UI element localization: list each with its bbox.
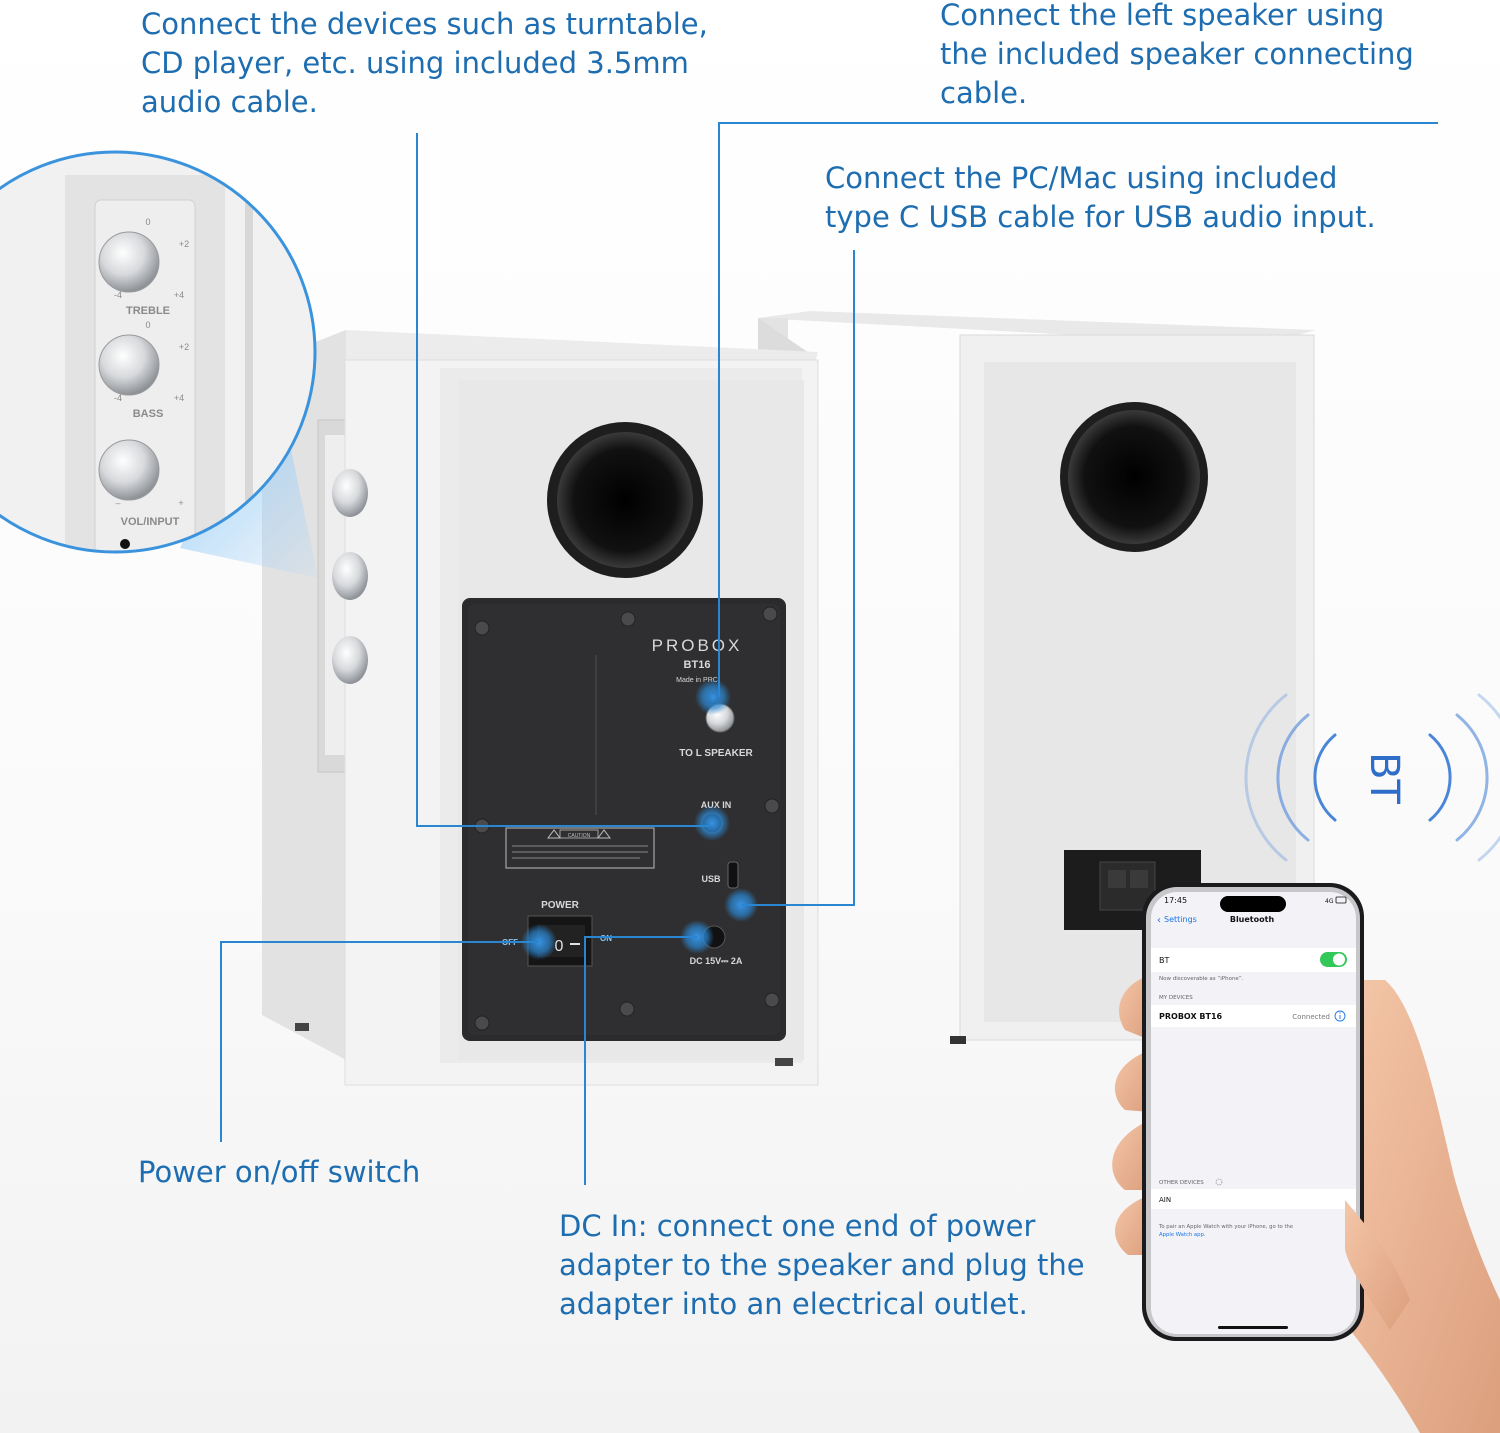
- callout-usb-line-2: type C USB cable for USB audio input.: [825, 200, 1376, 234]
- power-label: POWER: [541, 900, 580, 911]
- knob-zoom: TREBLE BASS VOL/INPUT 0 +2 -4 +4 0 +2 -4…: [0, 150, 318, 578]
- highlight-aux-in: [694, 805, 730, 841]
- callout-aux-line-2: CD player, etc. using included 3.5mm: [141, 46, 689, 80]
- callout-aux-in: Connect the devices such as turntable, C…: [141, 5, 708, 122]
- zoom-led: [120, 539, 130, 549]
- vol-scale-plus: +: [178, 498, 183, 508]
- spinner-icon: [1215, 1178, 1223, 1186]
- leader-aux: [416, 133, 712, 827]
- bt-badge: BT: [1244, 693, 1500, 862]
- zoom-knob-bass: [98, 334, 160, 396]
- brand-logo: PROBOX: [652, 636, 743, 655]
- leader-usb: [741, 250, 855, 906]
- callout-left-speaker-line-3: cable.: [940, 76, 1028, 110]
- model-label: BT16: [684, 659, 711, 671]
- callout-left-speaker-line-1: Connect the left speaker using: [940, 0, 1385, 32]
- highlight-speaker-out: [695, 679, 731, 715]
- aux-in-label: AUX IN: [701, 800, 732, 810]
- discoverable-text: Now discoverable as “iPhone”.: [1159, 976, 1244, 982]
- vol-scale-minus: –: [115, 498, 120, 508]
- device-row-probox[interactable]: PROBOX BT16 Connected: [1159, 1010, 1346, 1022]
- bass-scale-minus4: -4: [114, 393, 122, 403]
- side-knob-volume: [332, 636, 368, 684]
- callout-aux-line-3: audio cable.: [141, 85, 318, 119]
- dc-label: DC 15V⎓ 2A: [690, 956, 743, 966]
- callout-dc-line-3: adapter into an electrical outlet.: [559, 1287, 1028, 1321]
- callout-left-speaker-line-2: the included speaker connecting: [940, 37, 1414, 71]
- treble-label: TREBLE: [126, 305, 170, 317]
- treble-scale-minus4: -4: [114, 290, 122, 300]
- bt-toggle[interactable]: [1320, 952, 1347, 967]
- bt-badge-label: BT: [1361, 752, 1407, 804]
- callout-usb: Connect the PC/Mac using included type C…: [825, 159, 1376, 237]
- dynamic-island: [1220, 896, 1286, 912]
- home-indicator: [1218, 1326, 1288, 1329]
- bt-row-label: BT: [1159, 956, 1169, 965]
- thumb: [1345, 1200, 1410, 1330]
- zoom-knob-treble: [98, 231, 160, 293]
- other-devices-header: OTHER DEVICES: [1159, 1180, 1204, 1186]
- leader-lines: [220, 122, 1438, 1185]
- device-name: PROBOX BT16: [1159, 1012, 1223, 1021]
- footer-link[interactable]: Apple Watch app.: [1159, 1232, 1206, 1238]
- bass-scale-zero: 0: [145, 320, 150, 330]
- my-devices-header: MY DEVICES: [1159, 995, 1193, 1001]
- side-knob-bass: [332, 552, 368, 600]
- vol-input-label: VOL/INPUT: [121, 516, 180, 528]
- leader-power: [220, 941, 539, 1142]
- device-row-other[interactable]: AIN: [1159, 1196, 1171, 1204]
- callout-aux-line-1: Connect the devices such as turntable,: [141, 7, 708, 41]
- callout-power: Power on/off switch: [138, 1153, 420, 1192]
- treble-scale-zero: 0: [145, 217, 150, 227]
- treble-scale-plus2: +2: [179, 239, 189, 249]
- bass-scale-plus2: +2: [179, 342, 189, 352]
- back-panel: PROBOX BT16 Made in PRC TO L SPEAKER AUX…: [462, 598, 786, 1041]
- info-icon[interactable]: [1334, 1010, 1346, 1022]
- to-l-speaker-label: TO L SPEAKER: [679, 748, 753, 759]
- battery-icon: [1335, 896, 1347, 904]
- leader-dc: [584, 936, 697, 1185]
- side-knob-treble: [332, 469, 368, 517]
- callout-power-line-1: Power on/off switch: [138, 1155, 421, 1189]
- zoom-knob-volume: [98, 439, 160, 501]
- callout-dc-line-1: DC In: connect one end of power: [559, 1209, 1036, 1243]
- callout-usb-line-1: Connect the PC/Mac using included: [825, 161, 1338, 195]
- bass-label: BASS: [133, 408, 164, 420]
- phone: 17:45 4G ‹ Settings Bluetooth BT Now dis…: [1142, 883, 1364, 1341]
- leader-left-speaker: [718, 122, 1438, 697]
- treble-scale-plus4: +4: [174, 290, 184, 300]
- callout-dc-line-2: adapter to the speaker and plug the: [559, 1248, 1085, 1282]
- back-button[interactable]: ‹ Settings: [1157, 915, 1197, 926]
- usb-c-port: [727, 861, 739, 889]
- back-label: Settings: [1164, 915, 1197, 924]
- callout-dc-in: DC In: connect one end of power adapter …: [559, 1207, 1085, 1324]
- zoom-circle-border: [0, 150, 317, 554]
- side-knobs: [332, 469, 368, 684]
- usb-label: USB: [701, 874, 721, 884]
- footer-text: To pair an Apple Watch with your iPhone,…: [1158, 1224, 1293, 1230]
- device-status: Connected: [1292, 1013, 1330, 1021]
- bt-toggle-thumb: [1333, 953, 1345, 966]
- caution-label: CAUTION: [568, 833, 591, 839]
- other-device-name: AIN: [1159, 1196, 1171, 1204]
- status-network: 4G: [1325, 898, 1334, 905]
- status-time: 17:45: [1164, 896, 1187, 905]
- callout-left-speaker: Connect the left speaker using the inclu…: [940, 0, 1414, 113]
- on-label: ON: [600, 934, 612, 943]
- power-switch-symbol: 0: [555, 938, 564, 955]
- made-in-label: Made in PRC: [676, 677, 718, 684]
- bass-scale-plus4: +4: [174, 393, 184, 403]
- chevron-left-icon: ‹: [1157, 915, 1161, 926]
- screen-title: Bluetooth: [1230, 915, 1275, 924]
